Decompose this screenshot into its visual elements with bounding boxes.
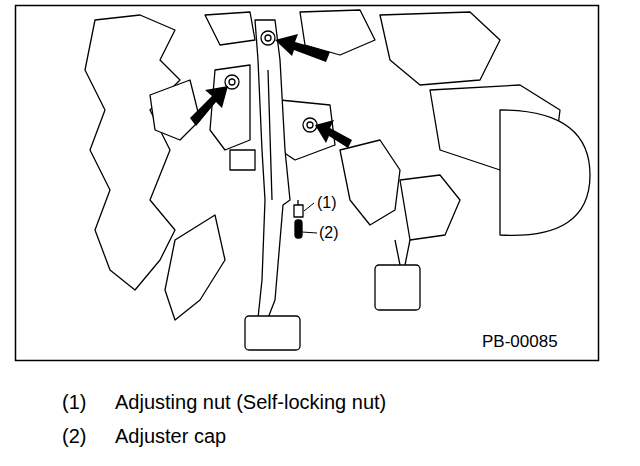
legend-number: (2)	[62, 425, 86, 448]
callout-number: (1)	[317, 194, 337, 212]
legend-text: Adjusting nut (Self-locking nut)	[115, 391, 386, 414]
bolt	[261, 31, 275, 45]
arm-detail	[268, 70, 272, 200]
body-panel	[85, 15, 180, 290]
leader-line	[302, 232, 317, 233]
bolt	[265, 35, 271, 41]
pedal-arm	[255, 20, 290, 318]
booster-housing	[380, 12, 500, 85]
pointer-arrow	[190, 86, 228, 126]
figure-code: PB-00085	[482, 332, 558, 352]
legend-number: (1)	[62, 391, 86, 414]
pointer-arrow	[275, 34, 330, 62]
switch-body	[340, 140, 400, 225]
figure-frame	[16, 6, 599, 361]
bolt	[229, 79, 235, 85]
adjuster-cap	[295, 220, 302, 238]
bracket-piece	[230, 150, 255, 170]
switch-body	[400, 175, 460, 240]
pointer-arrow	[315, 120, 352, 148]
adjusting-nut	[294, 205, 303, 217]
legend-text: Adjuster cap	[115, 425, 226, 448]
pedal-pad	[375, 265, 420, 310]
bracket-piece	[150, 80, 200, 140]
pedal-arm	[395, 240, 410, 265]
pedal-pad	[245, 316, 300, 350]
leader-line	[304, 203, 314, 211]
callout-number: (2)	[319, 224, 339, 242]
booster-housing	[500, 110, 590, 235]
pedal-bracket	[210, 65, 250, 150]
bracket-piece	[205, 12, 255, 45]
bolt	[303, 118, 317, 132]
body-panel	[165, 215, 225, 320]
adjuster-rod	[297, 200, 298, 205]
bolt	[307, 122, 313, 128]
